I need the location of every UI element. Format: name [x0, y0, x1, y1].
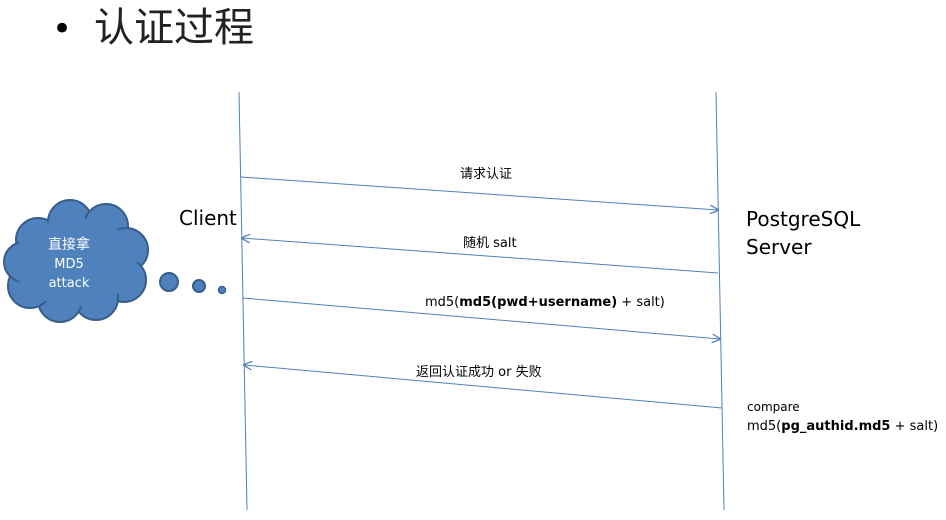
message-request-auth: 请求认证 — [460, 167, 513, 182]
arrow-md5-response — [242, 297, 720, 339]
cloud-line-1: 直接拿 — [48, 237, 90, 253]
message-md5-bold: md5(pwd+username) — [459, 295, 618, 310]
arrow-request-auth — [240, 176, 718, 210]
cloud-line-2: MD5 — [54, 257, 84, 272]
server-note-bold: pg_authid.md5 — [781, 419, 891, 434]
page-title: 认证过程 — [94, 5, 254, 51]
server-lifeline — [715, 91, 725, 511]
thought-bubble-medium — [192, 279, 206, 293]
server-note-line-2: md5(pg_authid.md5 + salt) — [747, 419, 938, 434]
arrow-random-salt — [242, 238, 719, 274]
arrow-auth-result — [244, 365, 723, 409]
message-auth-result: 返回认证成功 or 失败 — [416, 365, 542, 380]
cloud-line-3: attack — [48, 276, 90, 291]
message-md5-response: md5(md5(pwd+username) + salt) — [425, 295, 665, 310]
server-note-prefix: md5( — [747, 419, 782, 434]
thought-bubble-large — [159, 272, 179, 292]
title-bullet: • — [52, 9, 73, 49]
message-md5-prefix: md5( — [425, 295, 460, 310]
thought-bubble-small — [217, 285, 227, 295]
server-label-line-2: Server — [746, 235, 812, 259]
client-label: Client — [179, 206, 237, 230]
message-md5-suffix: + salt) — [617, 295, 665, 310]
server-note-line-1: compare — [747, 400, 800, 414]
cloud-fill-core — [13, 218, 137, 306]
client-lifeline — [238, 91, 248, 511]
cloud-label: 直接拿 MD5 attack — [14, 236, 124, 293]
server-note-suffix: + salt) — [890, 419, 939, 434]
message-random-salt: 随机 salt — [463, 236, 517, 251]
server-label-line-1: PostgreSQL — [746, 207, 861, 231]
